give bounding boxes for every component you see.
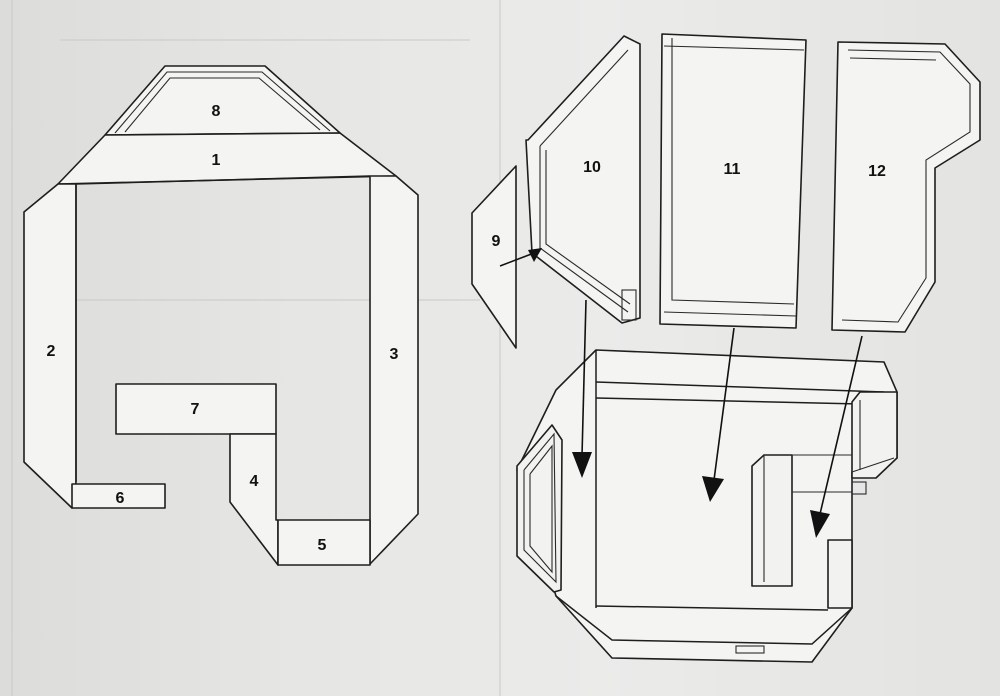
assembled-left-wall bbox=[516, 424, 563, 593]
part-7-shape bbox=[115, 383, 277, 435]
part-8-shape bbox=[104, 65, 341, 136]
assembled-front-post bbox=[827, 539, 853, 609]
arrow-11-down bbox=[702, 327, 735, 502]
label-part-6: 6 bbox=[116, 490, 125, 507]
part-labels: 8 1 2 3 7 4 6 5 9 10 11 12 bbox=[47, 103, 886, 554]
label-part-7: 7 bbox=[191, 401, 200, 418]
part-5-shape bbox=[277, 519, 371, 566]
assembled-divider bbox=[751, 454, 793, 587]
label-part-2: 2 bbox=[47, 343, 56, 360]
label-part-5: 5 bbox=[318, 537, 327, 554]
part-9-shape bbox=[471, 165, 517, 349]
label-part-3: 3 bbox=[390, 346, 399, 363]
part-4-shape bbox=[229, 433, 279, 566]
label-part-11: 11 bbox=[724, 161, 741, 178]
label-part-9: 9 bbox=[492, 233, 501, 250]
label-part-12: 12 bbox=[868, 163, 886, 180]
exploded-panels bbox=[471, 33, 981, 349]
arrow-10-down bbox=[572, 299, 592, 478]
label-part-8: 8 bbox=[212, 103, 221, 120]
label-part-4: 4 bbox=[250, 473, 259, 490]
part-12-shape bbox=[831, 41, 981, 333]
arrow-9-to-10 bbox=[499, 248, 542, 267]
assembled-base bbox=[516, 349, 898, 663]
label-part-1: 1 bbox=[212, 152, 221, 169]
assembled-box bbox=[516, 299, 898, 663]
flat-layout bbox=[23, 65, 419, 566]
part-6-shape bbox=[71, 483, 166, 509]
label-part-10: 10 bbox=[583, 159, 601, 176]
arrow-12-down bbox=[810, 335, 863, 538]
part-3-shape bbox=[369, 175, 419, 565]
assembled-right-block bbox=[851, 391, 898, 479]
part-11-shape bbox=[659, 33, 807, 329]
